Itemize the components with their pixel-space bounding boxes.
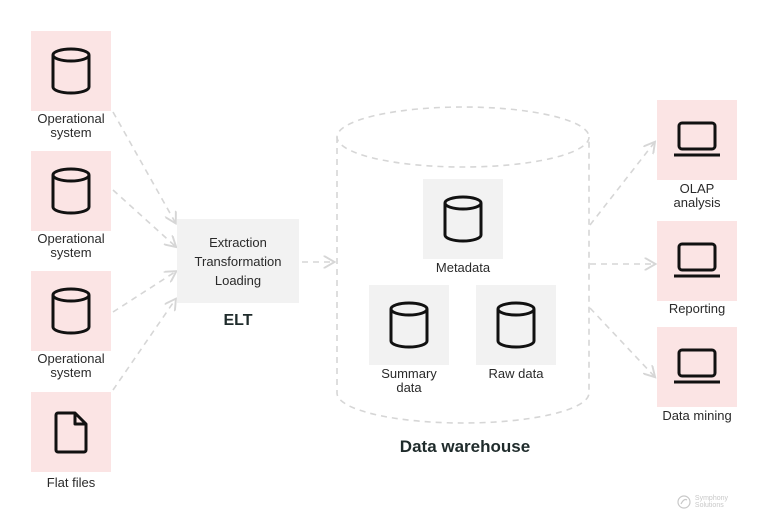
arrow-source1-elt — [112, 111, 175, 222]
elt-process-box: Extraction Transformation Loading — [177, 219, 299, 303]
warehouse-component-metadata — [423, 179, 503, 259]
database-icon — [443, 195, 483, 243]
output-card-reporting — [657, 221, 737, 301]
source-label-4: Flat files — [46, 475, 96, 490]
arrow-warehouse-olap — [589, 143, 654, 226]
warehouse-label-metadata: Metadata — [435, 260, 491, 275]
database-icon — [51, 167, 91, 215]
laptop-icon — [674, 348, 720, 384]
arrow-source3-elt — [112, 272, 175, 313]
database-icon — [496, 301, 536, 349]
file-icon — [54, 411, 88, 454]
warehouse-component-summary — [369, 285, 449, 365]
output-card-olap — [657, 100, 737, 180]
arrow-source2-elt — [112, 189, 175, 246]
watermark-line1: Symphony — [694, 495, 728, 502]
laptop-icon — [674, 121, 720, 157]
database-icon — [51, 47, 91, 95]
warehouse-cylinder-top — [336, 106, 590, 168]
elt-step-loading: Loading — [214, 272, 262, 288]
output-label-mining: Data mining — [662, 408, 732, 423]
laptop-icon — [674, 242, 720, 278]
arrow-warehouse-mining — [589, 307, 654, 376]
warehouse-label-raw: Raw data — [488, 366, 544, 381]
source-card-2 — [31, 151, 111, 231]
warehouse-component-raw — [476, 285, 556, 365]
elt-title: ELT — [223, 312, 253, 329]
warehouse-title: Data warehouse — [399, 437, 531, 456]
source-card-4 — [31, 392, 111, 472]
warehouse-cylinder-body — [336, 137, 590, 424]
watermark-logo: Symphony Solutions — [677, 495, 728, 509]
watermark-line2: Solutions — [694, 502, 724, 509]
elt-step-transformation: Transformation — [194, 253, 282, 269]
database-icon — [389, 301, 429, 349]
output-card-mining — [657, 327, 737, 407]
source-card-3 — [31, 271, 111, 351]
output-label-reporting: Reporting — [668, 301, 726, 316]
database-icon — [51, 287, 91, 335]
arrow-source4-elt — [112, 300, 175, 391]
elt-step-extraction: Extraction — [209, 234, 267, 250]
logo-icon — [677, 495, 691, 509]
source-card-1 — [31, 31, 111, 111]
